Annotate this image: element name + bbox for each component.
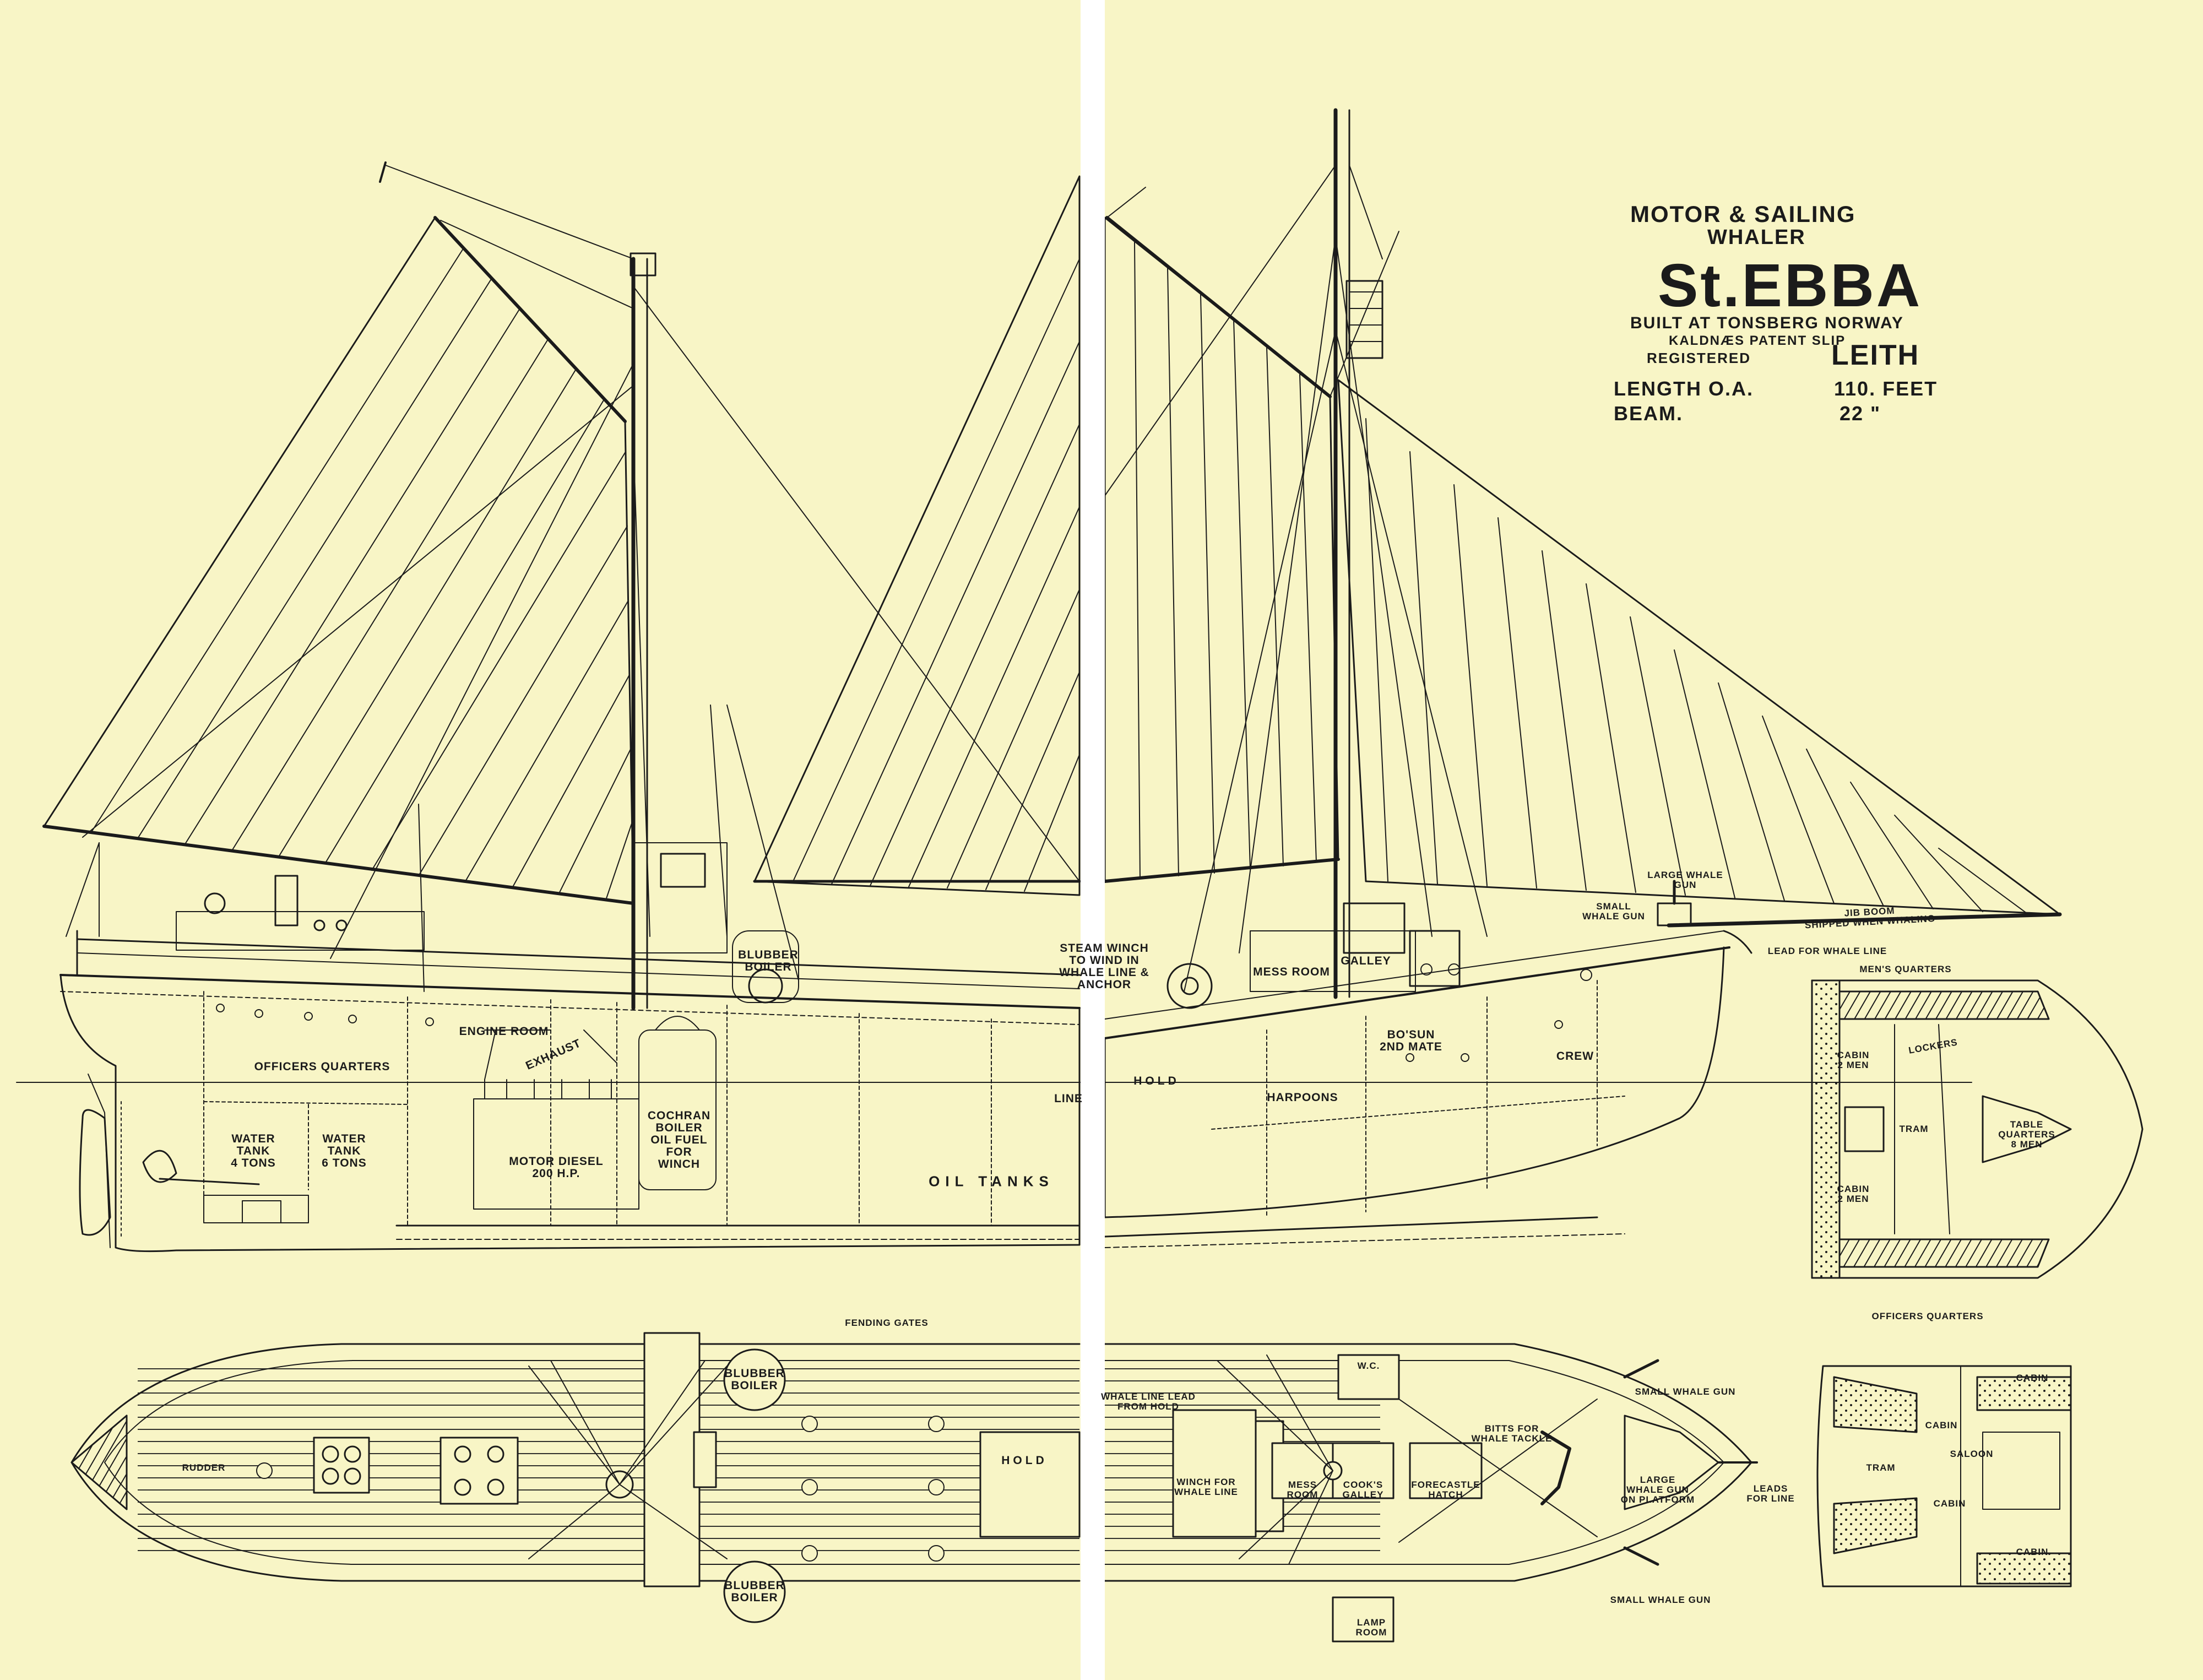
label-mess-room: MESS ROOM <box>1253 965 1330 978</box>
steam-winch <box>1166 963 1213 1009</box>
mens-quarters-outline <box>1811 979 2144 1279</box>
ship-name: St.EBBA <box>1658 252 1923 319</box>
label-forecastle-hatch: FORECASTLE HATCH <box>1411 1480 1480 1500</box>
label-rudder-plan: RUDDER <box>182 1462 226 1473</box>
blubber-boiler-plan-2 <box>723 1560 786 1623</box>
title-block: MOTOR & SAILING WHALER St.EBBA BUILT AT … <box>1614 201 1988 432</box>
label-hold: HOLD <box>1133 1074 1180 1087</box>
label-large-whale-gun-profile: LARGE WHALE GUN <box>1647 870 1723 890</box>
label-cabin-bottom: CABIN 2 MEN <box>1837 1184 1870 1204</box>
registered-port: LEITH <box>1831 339 1920 371</box>
label-cabin-2: CABIN <box>1925 1420 1958 1431</box>
label-cabin-top: CABIN 2 MEN <box>1837 1050 1870 1070</box>
fore-deckhouse <box>1250 930 1416 992</box>
length-value: 110. FEET <box>1834 377 1938 400</box>
skylight-1 <box>313 1437 370 1494</box>
label-blubber-boiler-plan-2: BLUBBER BOILER <box>724 1579 785 1604</box>
length-label: LENGTH O.A. <box>1614 377 1754 400</box>
built-at: BUILT AT TONSBERG NORWAY <box>1630 314 1904 332</box>
jib <box>1337 379 2061 915</box>
registered-label: REGISTERED <box>1647 350 1751 366</box>
gun-platform-plan <box>1624 1415 1719 1510</box>
cooks-galley-plan <box>1332 1442 1394 1499</box>
hull-profile-right <box>1104 946 1725 1218</box>
label-hold-plan: HOLD <box>1001 1454 1048 1467</box>
skylight-2 <box>439 1437 519 1505</box>
rudder <box>79 1109 111 1236</box>
label-small-whale-gun-profile: SMALL WHALE GUN <box>1582 901 1645 922</box>
staysail-left <box>753 175 1081 896</box>
label-tram-officers: TRAM <box>1866 1462 1896 1473</box>
tank-box <box>203 1195 309 1223</box>
label-water-tank-6: WATER TANK 6 TONS <box>322 1132 367 1170</box>
jib-boom <box>1667 912 2062 928</box>
label-line: LINE <box>1054 1092 1083 1105</box>
label-bitts: BITTS FOR WHALE TACKLE <box>1471 1423 1553 1444</box>
motor-diesel <box>473 1098 639 1210</box>
hold-hatch <box>979 1431 1081 1538</box>
label-tram-mens: TRAM <box>1899 1124 1929 1135</box>
beam-label: BEAM. <box>1614 402 1683 425</box>
title-line2: WHALER <box>1707 226 1806 249</box>
label-officers-plan-title: OFFICERS QUARTERS <box>1871 1311 1984 1322</box>
label-lead-whale-line: LEAD FOR WHALE LINE <box>1767 946 1887 957</box>
label-engine-room: ENGINE ROOM <box>459 1025 549 1038</box>
whale-line-winch <box>1172 1409 1257 1538</box>
label-cabin-1: CABIN <box>2016 1373 2049 1384</box>
label-mess-room-plan: MESS ROOM <box>1287 1480 1318 1500</box>
cochran-boiler <box>638 1029 717 1190</box>
label-small-whale-gun-bottom: SMALL WHALE GUN <box>1610 1595 1711 1606</box>
bitts <box>1540 1430 1571 1505</box>
label-fending-gates: FENDING GATES <box>845 1318 929 1329</box>
label-galley: GALLEY <box>1341 954 1391 967</box>
label-small-whale-gun-top: SMALL WHALE GUN <box>1635 1386 1736 1397</box>
page-gutter <box>1081 0 1105 1680</box>
label-table-quarters: TABLE QUARTERS 8 MEN <box>1998 1119 2055 1150</box>
label-steam-winch: STEAM WINCH TO WIND IN WHALE LINE & ANCH… <box>1059 941 1149 991</box>
label-blubber-boiler-plan-1: BLUBBER BOILER <box>724 1367 785 1392</box>
hull-profile-left <box>59 974 1081 1253</box>
beam-value: 22 " <box>1840 402 1881 425</box>
label-wc: W.C. <box>1357 1361 1380 1372</box>
label-saloon: SALOON <box>1950 1449 1994 1460</box>
label-leads-for-line: LEADS FOR LINE <box>1746 1483 1795 1504</box>
lamp-room-plan <box>1332 1596 1394 1643</box>
stern-hatched <box>70 1415 128 1510</box>
label-motor-diesel: MOTOR DIESEL 200 H.P. <box>509 1155 604 1180</box>
propeller <box>142 1150 260 1185</box>
mess-room-plan <box>1271 1442 1334 1499</box>
label-oil-tanks: OIL TANKS <box>929 1173 1054 1190</box>
engine-hatch <box>643 1332 701 1587</box>
label-officers-quarters: OFFICERS QUARTERS <box>254 1060 390 1073</box>
label-harpoons: HARPOONS <box>1267 1091 1338 1104</box>
blubber-boiler-plan-1 <box>723 1348 786 1411</box>
label-mens-quarters-title: MEN'S QUARTERS <box>1859 964 1952 975</box>
foresail <box>1104 216 1339 882</box>
patent-slip: KALDNÆS PATENT SLIP <box>1669 333 1846 348</box>
mainsail <box>43 216 634 904</box>
label-cabin-3: CABIN <box>1933 1498 1966 1509</box>
label-winch-whale-line: WINCH FOR WHALE LINE <box>1174 1477 1238 1497</box>
title-line1: MOTOR & SAILING <box>1630 201 1856 227</box>
label-large-whale-gun-plan: LARGE WHALE GUN ON PLATFORM <box>1620 1475 1695 1505</box>
label-lamp-room: LAMP ROOM <box>1355 1617 1387 1638</box>
label-blubber-boiler-profile: BLUBBER BOILER <box>738 948 799 973</box>
label-cochran-boiler: COCHRAN BOILER OIL FUEL FOR WINCH <box>647 1109 711 1171</box>
forecastle-hatch-plan <box>1409 1442 1483 1499</box>
label-bosun: BO'SUN 2ND MATE <box>1380 1028 1442 1053</box>
label-cooks-galley: COOK'S GALLEY <box>1342 1480 1384 1500</box>
label-crew: CREW <box>1556 1049 1594 1063</box>
label-cabin-4: CABIN <box>2016 1547 2049 1558</box>
label-whale-line-lead: WHALE LINE LEAD FROM HOLD <box>1101 1391 1196 1412</box>
gun-platform <box>1657 902 1692 926</box>
mainsail-seams <box>90 247 632 901</box>
officers-deckhouse <box>176 911 425 951</box>
label-water-tank-4: WATER TANK 4 TONS <box>231 1132 276 1170</box>
wc-plan <box>1337 1354 1400 1400</box>
officers-plan-outline <box>1816 1365 2072 1587</box>
hull-lower-profile <box>88 1074 111 1248</box>
